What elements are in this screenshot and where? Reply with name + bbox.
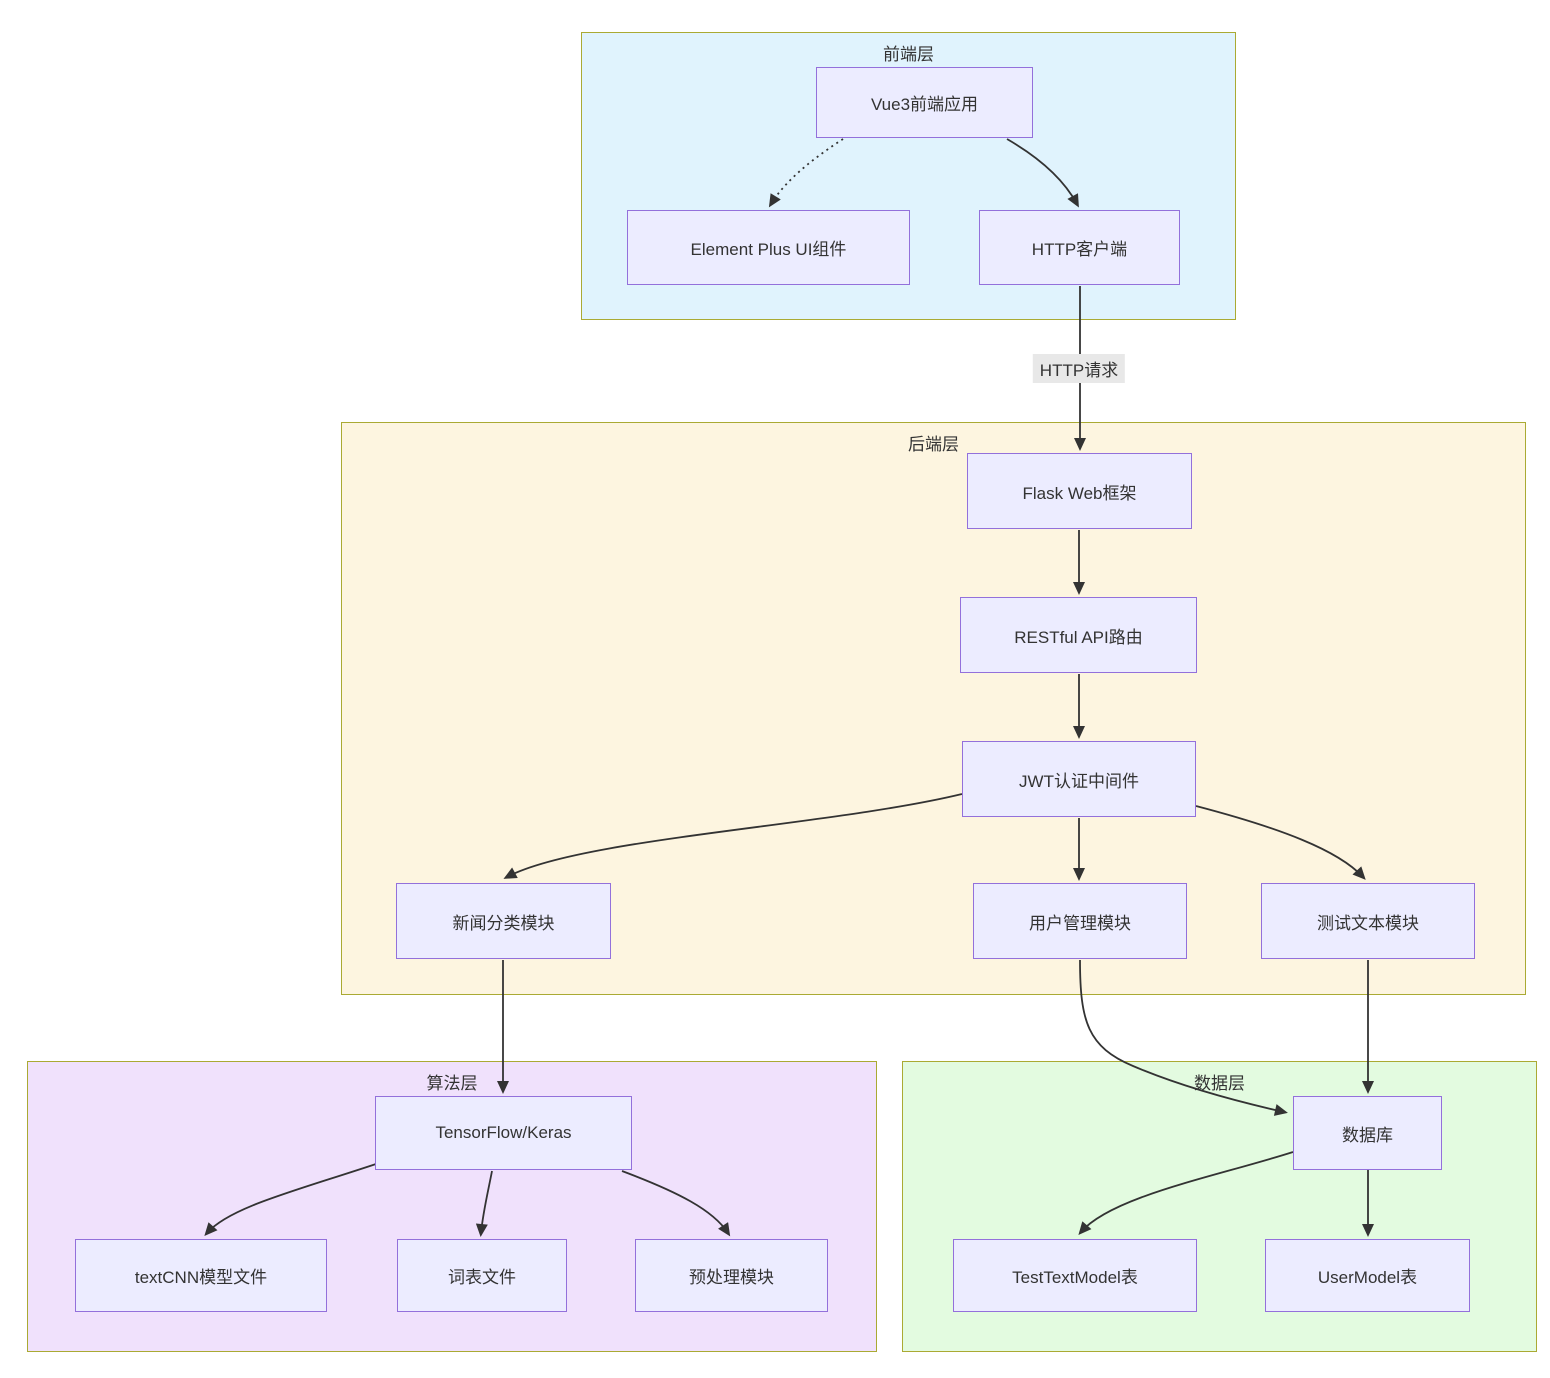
node-vocab-file: 词表文件	[397, 1239, 567, 1312]
node-database: 数据库	[1293, 1096, 1442, 1170]
node-preprocess-label: 预处理模块	[689, 1268, 774, 1287]
node-tensorflow-keras: TensorFlow/Keras	[375, 1096, 632, 1170]
node-flask-web-framework: Flask Web框架	[967, 453, 1192, 529]
node-user-module-label: 用户管理模块	[1029, 913, 1131, 933]
node-textcnn-model-file: textCNN模型文件	[75, 1239, 327, 1312]
node-http-client-label: HTTP客户端	[1031, 240, 1128, 259]
node-flask-label: Flask Web框架	[1022, 483, 1137, 503]
edge-label-http-request: HTTP请求	[1032, 354, 1126, 383]
node-textcnn-label: textCNN模型文件	[134, 1268, 268, 1287]
cluster-algorithm-title: 算法层	[426, 1074, 478, 1093]
cluster-frontend-title: 前端层	[883, 45, 934, 64]
node-preprocess-module: 预处理模块	[635, 1239, 828, 1312]
node-testtext-table-label: TestTextModel表	[1012, 1268, 1138, 1287]
cluster-backend-title: 后端层	[908, 435, 959, 454]
node-database-label: 数据库	[1342, 1125, 1393, 1145]
node-restful-api-routes: RESTful API路由	[960, 597, 1197, 673]
node-element-plus-ui: Element Plus UI组件	[627, 210, 910, 285]
node-restful-label: RESTful API路由	[1014, 627, 1143, 647]
node-http-client: HTTP客户端	[979, 210, 1180, 285]
node-element-plus-label: Element Plus UI组件	[690, 240, 847, 259]
node-vue3-label: Vue3前端应用	[870, 95, 979, 114]
node-user-management-module: 用户管理模块	[973, 883, 1187, 959]
node-news-module-label: 新闻分类模块	[452, 913, 555, 933]
node-jwt-label: JWT认证中间件	[1019, 771, 1139, 791]
node-testtextmodel-table: TestTextModel表	[953, 1239, 1197, 1312]
node-test-text-module-label: 测试文本模块	[1317, 913, 1419, 933]
node-vue3-frontend-app: Vue3前端应用	[816, 67, 1033, 138]
node-tensorflow-label: TensorFlow/Keras	[435, 1123, 572, 1142]
node-usermodel-table: UserModel表	[1265, 1239, 1470, 1312]
node-test-text-module: 测试文本模块	[1261, 883, 1475, 959]
node-jwt-auth-middleware: JWT认证中间件	[962, 741, 1196, 817]
node-news-classification-module: 新闻分类模块	[396, 883, 611, 959]
node-vocab-label: 词表文件	[448, 1268, 516, 1287]
node-usermodel-table-label: UserModel表	[1317, 1268, 1418, 1287]
cluster-data-title: 数据层	[1194, 1074, 1245, 1093]
